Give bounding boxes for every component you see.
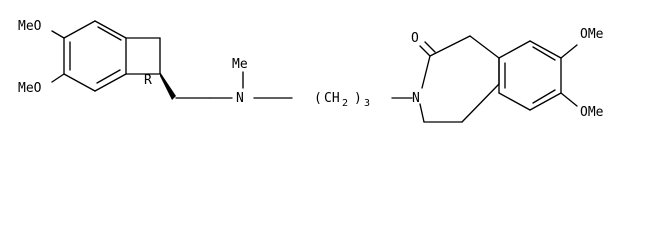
n-methyl-label: Me <box>232 57 248 72</box>
bond <box>498 92 531 111</box>
chain-ch2-label: CH <box>324 91 340 106</box>
bond <box>419 103 425 123</box>
upper-right-methoxy-label: OMe <box>580 27 604 42</box>
bond-lower-right-methoxy <box>560 92 578 107</box>
bond <box>498 40 531 59</box>
carbonyl-oxygen-label: O <box>411 31 419 46</box>
stereo-wedge-bond <box>160 72 176 100</box>
bond-lower-methoxy <box>51 73 65 83</box>
bond <box>63 73 96 92</box>
aromatic-double-bond <box>532 89 556 104</box>
structure-drawing: MeO MeO R Me N ( CH 2 ) 3 N O OMe OMe <box>18 19 604 123</box>
bond <box>469 35 500 59</box>
bond-upper-right-methoxy <box>560 44 578 59</box>
bond <box>94 20 127 39</box>
bond <box>94 73 127 92</box>
chemical-structure-canvas: MeO MeO R Me N ( CH 2 ) 3 N O OMe OMe <box>18 19 604 123</box>
chain-subscript-2: 2 <box>342 98 348 109</box>
stereo-descriptor-label: R <box>144 73 152 88</box>
bond <box>429 35 471 57</box>
left-benzene-ring <box>63 20 127 92</box>
chain-close-paren: ) <box>354 91 362 106</box>
aromatic-double-bond <box>96 69 121 84</box>
chain-subscript-3: 3 <box>364 98 370 109</box>
bond <box>421 55 431 89</box>
carbonyl-bond <box>419 45 431 57</box>
lower-left-methoxy-label: MeO <box>18 81 42 96</box>
bond <box>529 92 562 111</box>
upper-left-methoxy-label: MeO <box>18 19 42 34</box>
cyclobutane-ring <box>125 37 161 75</box>
lower-right-methoxy-label: OMe <box>580 105 604 120</box>
bond <box>529 40 562 59</box>
bond <box>461 83 500 123</box>
aromatic-double-bond <box>532 46 556 61</box>
amine-nitrogen-label: N <box>236 91 244 106</box>
chain-open-paren: ( <box>314 91 322 106</box>
lactam-nitrogen-label: N <box>412 91 420 106</box>
bond <box>63 20 96 39</box>
lactam-ring <box>419 35 500 123</box>
right-benzene-ring <box>498 40 562 111</box>
aromatic-double-bond <box>97 26 122 41</box>
bond-upper-methoxy <box>51 30 65 39</box>
carbonyl-double-bond <box>424 41 436 53</box>
